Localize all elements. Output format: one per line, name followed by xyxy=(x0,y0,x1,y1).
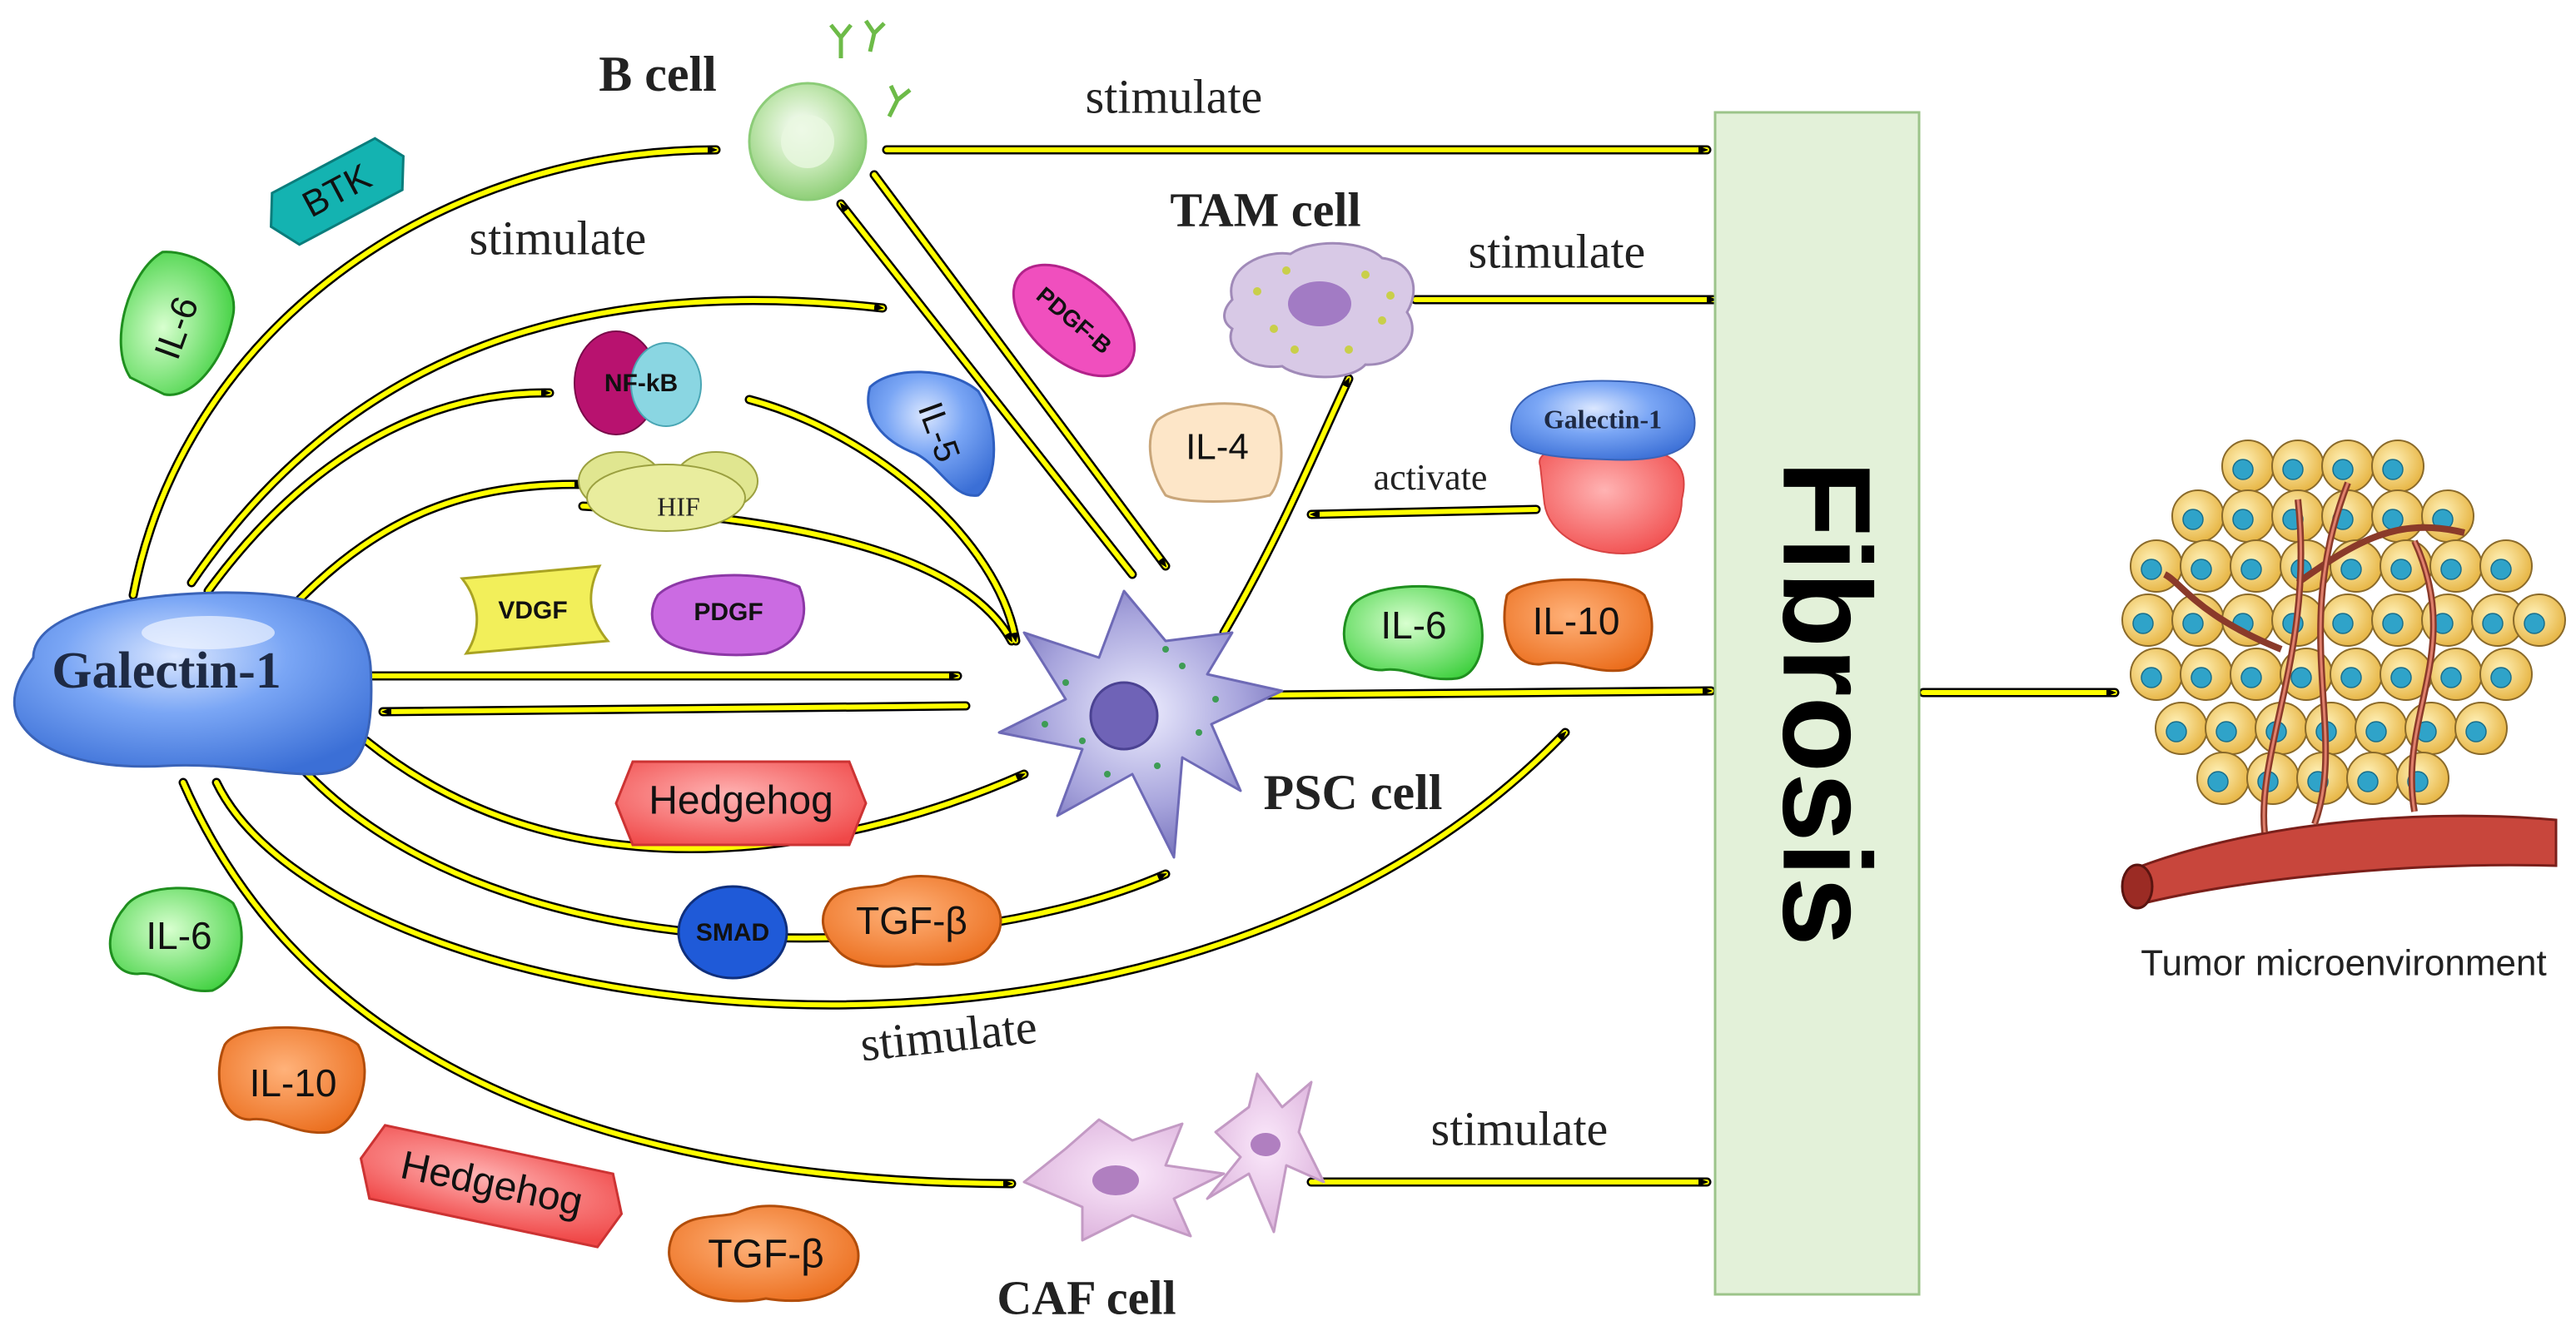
il4-label: IL-4 xyxy=(1186,427,1249,468)
il6-bottom-molecule: IL-6 xyxy=(108,887,243,993)
tumor-cell-nucleus xyxy=(2166,721,2187,743)
tumor-cell-nucleus xyxy=(2332,459,2354,480)
tumor-cell-nucleus xyxy=(2240,667,2262,688)
b-cell: B cell xyxy=(599,19,912,201)
tumor-cell-nucleus xyxy=(2340,667,2362,688)
tgfb-bottom-label: TGF-β xyxy=(708,1233,824,1277)
tumor-cell-nucleus xyxy=(2282,459,2304,480)
antibody-icon xyxy=(829,19,912,118)
tumor-cell-nucleus xyxy=(2382,459,2404,480)
galectin-1-small: Galectin-1 xyxy=(1509,380,1696,555)
tumor-cell-nucleus xyxy=(2390,667,2412,688)
il6-right-label: IL-6 xyxy=(1380,603,1446,647)
galectin-1-main-label: Galectin-1 xyxy=(52,643,281,699)
hif-label: HIF xyxy=(657,491,700,521)
tumor-cell-nucleus xyxy=(2191,559,2212,580)
tumor-microenvironment-label: Tumor microenvironment xyxy=(2141,943,2546,984)
hedgehog-mid-label: Hedgehog xyxy=(649,779,833,823)
tgfb-mid-molecule: TGF-β xyxy=(821,875,1002,968)
tumor-cell-cluster xyxy=(2121,440,2566,805)
tumor-cell-nucleus xyxy=(2440,559,2462,580)
il6-bottom-label: IL-6 xyxy=(146,914,211,957)
edge-label-galectin-activates-tam: activate xyxy=(1374,457,1488,498)
tumor-cell-nucleus xyxy=(2232,509,2254,530)
tumor-cell-nucleus xyxy=(2141,559,2162,580)
nfkb-molecule: NF-kB xyxy=(574,330,702,435)
edge-label-galectin-to-psc-top: stimulate xyxy=(470,211,647,265)
b-cell-label: B cell xyxy=(599,47,717,102)
tam-cell-label: TAM cell xyxy=(1170,182,1360,236)
fibrosis-label: Fibrosis xyxy=(1757,460,1897,946)
il5-molecule: IL-5 xyxy=(867,370,996,497)
tumor-microenvironment-illustration: Tumor microenvironment xyxy=(2121,440,2566,984)
hedgehog-mid-molecule: Hedgehog xyxy=(614,760,868,847)
edge-label-tam-to-fibrosis: stimulate xyxy=(1469,224,1646,278)
fibrosis-box: Fibrosis xyxy=(1713,111,1921,1296)
il6-top-molecule: IL-6 xyxy=(119,251,236,396)
tumor-cell-nucleus xyxy=(2182,613,2204,634)
il6-right-molecule: IL-6 xyxy=(1342,584,1484,681)
tumor-cell-nucleus xyxy=(2382,613,2404,634)
tumor-cell-nucleus xyxy=(2440,667,2462,688)
tumor-cell-nucleus xyxy=(2482,613,2504,634)
tumor-cell-nucleus xyxy=(2232,459,2254,480)
tumor-cell-nucleus xyxy=(2207,771,2229,792)
il10-right-molecule: IL-10 xyxy=(1503,578,1654,673)
hif-molecule: HIF xyxy=(578,451,758,532)
tgfb-bottom-molecule: TGF-β xyxy=(668,1204,860,1303)
tumor-cell-nucleus xyxy=(2382,509,2404,530)
tumor-cell-nucleus xyxy=(2490,667,2512,688)
tumor-cell-nucleus xyxy=(2290,667,2312,688)
tgfb-mid-label: TGF-β xyxy=(856,899,967,942)
tumor-cell-nucleus xyxy=(2332,613,2354,634)
tumor-cell-nucleus xyxy=(2357,771,2379,792)
tumor-cell-nucleus xyxy=(2490,559,2512,580)
il10-bottom-label: IL-10 xyxy=(250,1061,337,1105)
smad-molecule: SMAD xyxy=(677,885,788,980)
vdgf-molecule: VDGF xyxy=(460,564,610,655)
psc-cell-label: PSC cell xyxy=(1264,765,1443,820)
hedgehog-bottom-molecule: Hedgehog xyxy=(359,1124,624,1249)
tumor-cell-nucleus xyxy=(2132,613,2154,634)
tumor-cell-nucleus xyxy=(2390,559,2412,580)
psc-cell: PSC cell xyxy=(997,589,1443,859)
pdgfb-molecule: PDGF-B xyxy=(1012,263,1136,378)
pdgf-molecule: PDGF xyxy=(650,574,806,657)
tam-cell: TAM cell xyxy=(1170,182,1415,379)
tumor-cell-nucleus xyxy=(2340,559,2362,580)
smad-label: SMAD xyxy=(696,919,769,946)
caf-cell-label: CAF cell xyxy=(997,1270,1176,1324)
tumor-cell-nucleus xyxy=(2182,509,2204,530)
il4-molecule: IL-4 xyxy=(1148,402,1283,503)
pdgf-label: PDGF xyxy=(694,598,763,626)
edge-label-caf-to-fibrosis: stimulate xyxy=(1431,1101,1609,1155)
tumor-cell-nucleus xyxy=(2524,613,2545,634)
edge-label-b-to-fibrosis: stimulate xyxy=(1086,69,1263,123)
edge-label-galectin-to-fibrosis-bottom: stimulate xyxy=(858,999,1039,1071)
galectin-1-main: Galectin-1 xyxy=(12,591,373,776)
tumor-cell-nucleus xyxy=(2191,667,2212,688)
caf-cell: CAF cell xyxy=(997,1072,1325,1324)
vdgf-label: VDGF xyxy=(498,597,567,624)
galectin-1-small-label: Galectin-1 xyxy=(1544,404,1662,434)
tumor-cell-nucleus xyxy=(2240,559,2262,580)
tumor-cell-nucleus xyxy=(2465,721,2487,743)
tumor-cell-nucleus xyxy=(2215,721,2237,743)
nfkb-label: NF-kB xyxy=(604,370,678,397)
il10-bottom-molecule: IL-10 xyxy=(217,1026,366,1135)
tumor-cell-nucleus xyxy=(2141,667,2162,688)
il10-right-label: IL-10 xyxy=(1533,599,1620,643)
tumor-cell-nucleus xyxy=(2365,721,2387,743)
